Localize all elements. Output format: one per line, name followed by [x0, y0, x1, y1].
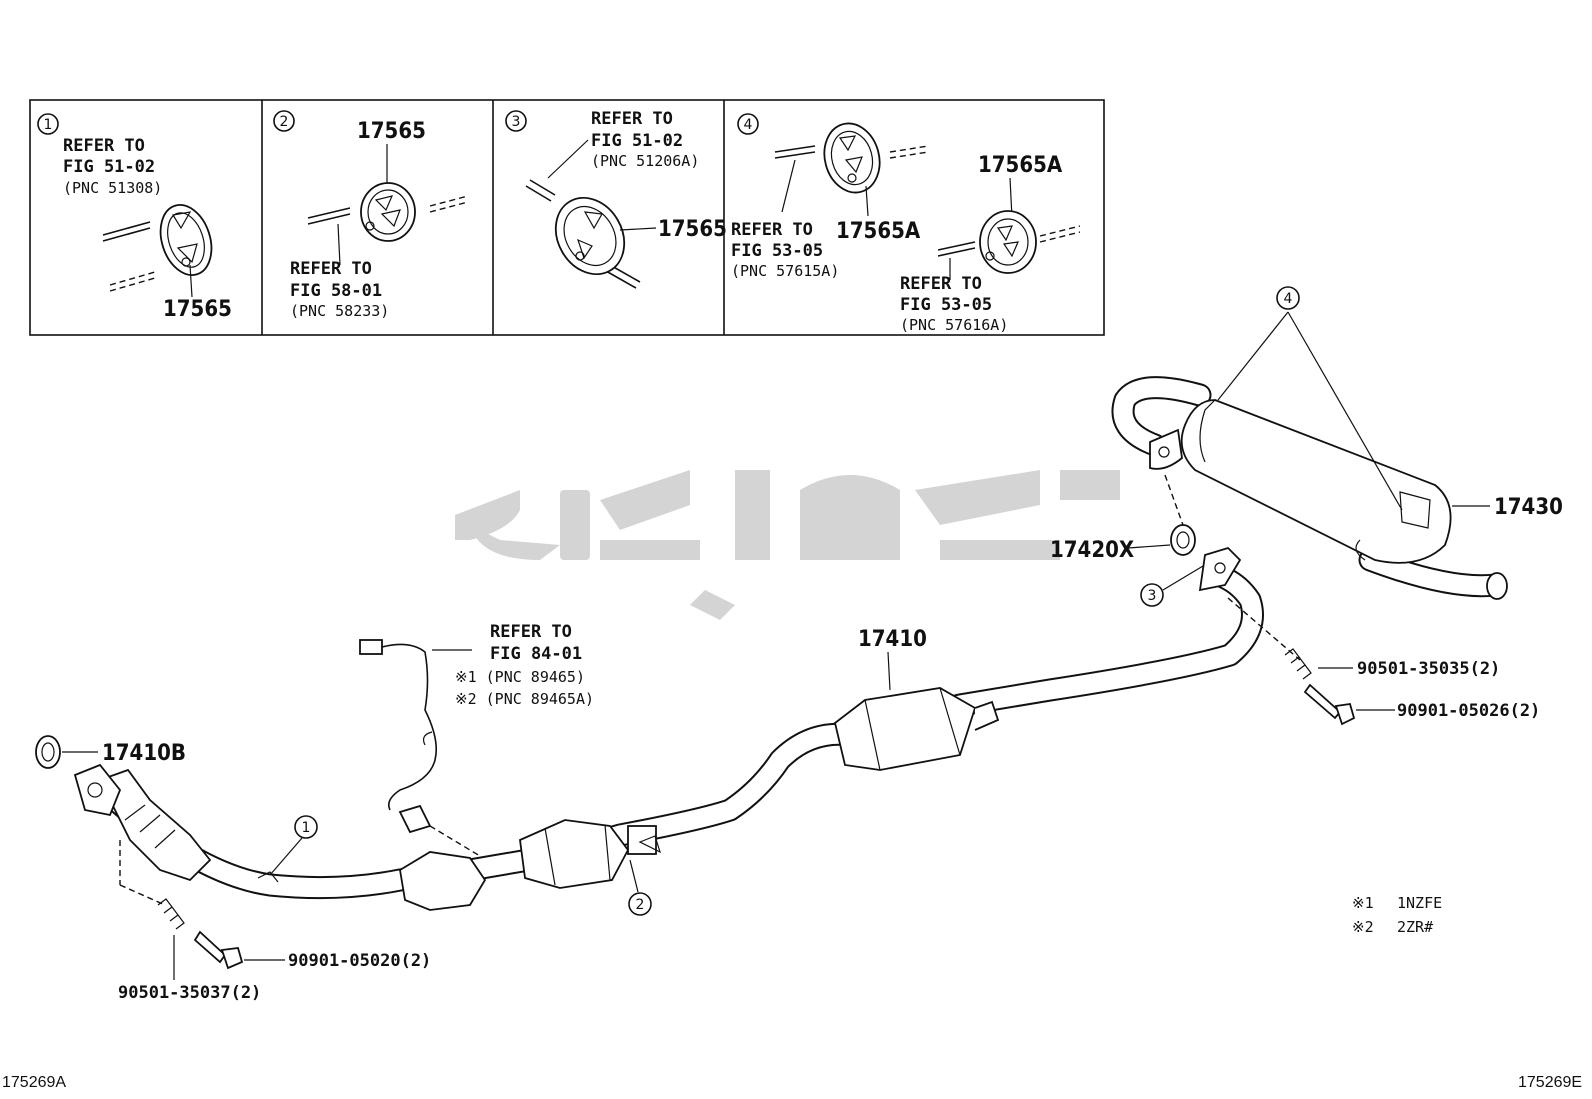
rear-spring-label: 90501-35035(2) — [1357, 659, 1500, 679]
box3-refer-line-1: REFER TO — [591, 109, 673, 129]
sensor-refer-line-2: FIG 84-01 — [490, 644, 582, 664]
note-1-text: 1NZFE — [1397, 894, 1442, 912]
box3-part-label: 17565 — [658, 217, 727, 242]
callout-4-number: 4 — [744, 117, 753, 133]
box4-part-label-right: 17565A — [978, 153, 1063, 178]
center-pipe-label: 17410 — [858, 627, 927, 652]
box4-refer-left-line-2: FIG 53-05 — [731, 241, 823, 261]
box3-refer-line-3: (PNC 51206A) — [591, 152, 699, 170]
rear-gasket — [1170, 524, 1196, 556]
sensor-pnc-2: ※2 (PNC 89465A) — [455, 690, 594, 708]
legend-box-3: 3 REFER TO FIG 51-02 (PNC 51206A) 17565 — [505, 109, 727, 289]
callout-1-main-number: 1 — [302, 820, 311, 836]
box2-refer-line-3: (PNC 58233) — [290, 302, 389, 320]
hanger-icon — [307, 182, 469, 242]
watermark-logo — [455, 470, 1120, 620]
callout-3-number: 3 — [512, 114, 521, 130]
muffler — [1111, 376, 1508, 600]
callout-3-main: 3 — [1140, 565, 1204, 607]
front-bolt — [193, 930, 244, 970]
rear-spring — [1284, 648, 1312, 680]
box4-refer-right-line-2: FIG 53-05 — [900, 295, 992, 315]
legend-box-2: 2 17565 REFER TO FIG 58-01 (PNC 58233) — [273, 110, 469, 320]
callout-4-marker — [737, 113, 759, 135]
callout-1-marker — [37, 113, 59, 135]
box4-refer-right-line-1: REFER TO — [900, 274, 982, 294]
oxygen-sensor — [359, 639, 481, 857]
front-spring-label: 90501-35037(2) — [118, 983, 261, 1003]
callout-2-main: 2 — [628, 859, 652, 916]
box1-part-label: 17565 — [163, 297, 232, 322]
box4-refer-left-line-3: (PNC 57615A) — [731, 262, 839, 280]
hanger-icon — [937, 210, 1081, 274]
callout-2-marker — [273, 110, 295, 132]
hanger-icon — [102, 204, 213, 292]
footer-right-code: 175269E — [1518, 1074, 1582, 1091]
footer-left-code: 175269A — [2, 1074, 66, 1091]
legend-box-1: 1 REFER TO FIG 51-02 (PNC 51308) 17565 — [37, 113, 232, 322]
callout-2-number: 2 — [280, 114, 289, 130]
box2-refer-line-1: REFER TO — [290, 259, 372, 279]
rear-gasket-label: 17420X — [1050, 538, 1134, 563]
box3-refer-line-2: FIG 51-02 — [591, 131, 683, 151]
legend-frame — [29, 99, 1105, 336]
muffler-label: 17430 — [1494, 495, 1563, 520]
front-gasket-label: 17410B — [102, 741, 186, 766]
front-bolt-label: 90901-05020(2) — [288, 951, 431, 971]
callout-1-main: 1 — [257, 815, 318, 883]
box4-part-label-left: 17565A — [836, 219, 921, 244]
box1-refer-line-3: (PNC 51308) — [63, 179, 162, 197]
callout-3-main-number: 3 — [1148, 588, 1157, 604]
front-gasket — [35, 735, 61, 769]
rear-bolt-label: 90901-05026(2) — [1397, 701, 1540, 721]
callout-3-marker — [505, 110, 527, 132]
note-1-mark: ※1 — [1352, 894, 1374, 912]
box2-part-label: 17565 — [357, 119, 426, 144]
front-spring — [157, 898, 185, 930]
note-2-mark: ※2 — [1352, 918, 1374, 936]
box1-refer-line-2: FIG 51-02 — [63, 157, 155, 177]
callout-4-main-number: 4 — [1284, 291, 1293, 307]
callout-4-main: 4 — [1217, 286, 1403, 511]
note-2-text: 2ZR# — [1397, 918, 1433, 936]
box4-refer-left-line-1: REFER TO — [731, 220, 813, 240]
box1-refer-line-1: REFER TO — [63, 136, 145, 156]
hanger-icon — [525, 179, 641, 289]
center-pipe — [73, 546, 1264, 911]
sensor-pnc-1: ※1 (PNC 89465) — [455, 668, 585, 686]
legend-box-4: 4 REFER TO FIG 53-05 (PNC 57615A) 17565A… — [731, 113, 1081, 334]
box2-refer-line-2: FIG 58-01 — [290, 281, 382, 301]
callout-2-main-number: 2 — [636, 897, 645, 913]
box4-refer-right-line-3: (PNC 57616A) — [900, 316, 1008, 334]
sensor-refer-line-1: REFER TO — [490, 622, 572, 642]
callout-1-number: 1 — [44, 117, 53, 133]
rear-bolt — [1303, 683, 1356, 726]
hanger-icon — [774, 122, 929, 194]
